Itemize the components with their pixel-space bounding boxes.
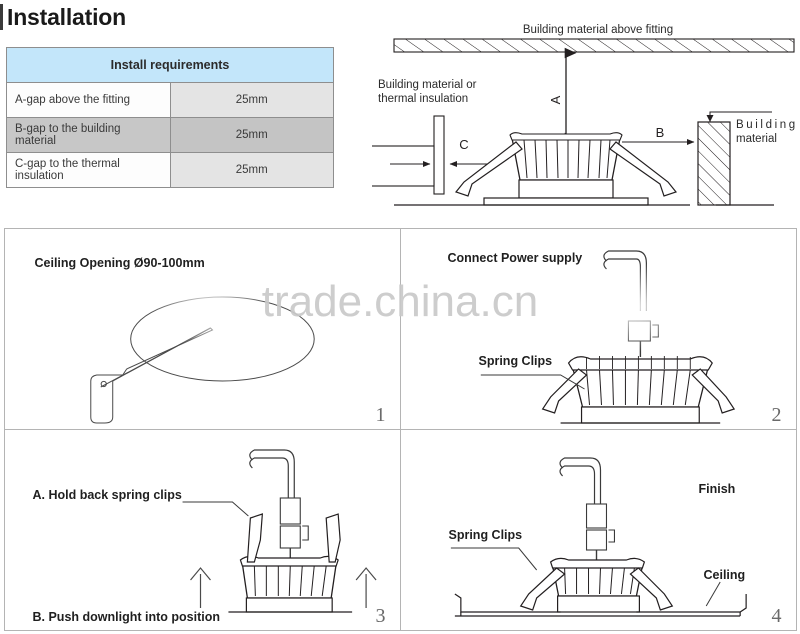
label-building-material-or: Building material or: [378, 79, 477, 91]
table-header-row: Install requirements: [6, 47, 334, 83]
table-row: C-gap to the thermal insulation 25mm: [6, 152, 334, 188]
step-panel-3: A. Hold back spring clips B. Push downli…: [3, 428, 401, 631]
step-3-number: 3: [375, 604, 386, 627]
step-3-instruction-b: B. Push downlight into position: [32, 609, 220, 624]
step-panel-4: Finish Spring Clips Ceiling 4: [399, 428, 797, 631]
label-material: material: [736, 133, 777, 145]
dimension-b: B: [622, 125, 695, 145]
step-4-number: 4: [771, 604, 782, 627]
downlight-body: [560, 355, 720, 424]
ceiling-leader: [705, 581, 721, 606]
table-cell-value: 25mm: [169, 117, 334, 153]
label-thermal-insulation: thermal insulation: [378, 93, 468, 105]
downlight-body: [227, 555, 352, 613]
step-1-number: 1: [375, 403, 386, 426]
label-building-material-above: Building material above fitting: [523, 24, 673, 36]
spring-clips-leader: [450, 547, 537, 570]
table-cell-value: 25mm: [169, 82, 334, 118]
page-title-text: Installation: [7, 3, 127, 30]
dimension-b-label: B: [656, 125, 665, 140]
connector-box: [627, 319, 659, 342]
ceiling-board: [454, 593, 747, 617]
installation-steps-grid: Ceiling Opening Ø90-100mm 1: [3, 227, 797, 631]
thermal-insulation-board: [372, 115, 445, 195]
power-cable-icon: [558, 456, 601, 504]
page-title: Installation: [0, 0, 340, 34]
title-accent-bar: [0, 4, 3, 30]
spring-clip-shapes: [541, 367, 735, 414]
step-2-spring-clips-label: Spring Clips: [478, 353, 553, 368]
step-4-spring-clips-label: Spring Clips: [448, 527, 523, 542]
label-building: Building: [736, 119, 798, 131]
dimension-c-label: C: [459, 137, 468, 152]
spring-clips: [454, 141, 678, 197]
driver-module: [279, 496, 309, 549]
step-2-number: 2: [771, 403, 782, 426]
section-diagram-svg: Building material above fitting A Buildi…: [372, 24, 798, 206]
step-2-title: Connect Power supply: [447, 250, 583, 265]
push-into-position-drawing: [182, 448, 377, 613]
table-cell-label: A-gap above the fitting: [6, 82, 171, 118]
dimension-c: C: [390, 137, 488, 167]
dimension-a: A: [548, 47, 577, 144]
step-3-artwork: [5, 430, 400, 630]
dimension-a-label: A: [548, 95, 563, 104]
step-3-instruction-a: A. Hold back spring clips: [32, 487, 182, 502]
downlight-body: [549, 557, 645, 613]
cutting-tool-icon: [89, 326, 213, 423]
table-cell-label: B-gap to the building material: [6, 117, 171, 153]
building-material-block: [697, 111, 772, 206]
connect-power-drawing: [480, 249, 735, 424]
step-2-artwork: [401, 229, 796, 429]
step-1-title: Ceiling Opening Ø90-100mm: [34, 255, 205, 270]
step-panel-1: Ceiling Opening Ø90-100mm 1: [3, 227, 401, 430]
hold-back-leader: [182, 501, 249, 516]
step-panel-2: Connect Power supply Spring Clips 2: [399, 227, 797, 430]
installation-section-diagram: Building material above fitting A Buildi…: [372, 16, 800, 216]
step-4-ceiling-label: Ceiling: [703, 567, 746, 582]
finished-install-drawing: [450, 456, 747, 617]
power-cable-icon: [248, 448, 295, 498]
held-back-spring-clips: [246, 512, 341, 563]
driver-module: [585, 502, 615, 551]
table-row: B-gap to the building material 25mm: [6, 117, 334, 153]
spring-clip-shapes: [519, 566, 673, 611]
table-header-cell: Install requirements: [6, 47, 334, 83]
downlight-fixture: [483, 132, 649, 206]
building-material-slab: [393, 38, 795, 53]
table-cell-value: 25mm: [169, 152, 334, 188]
table-cell-label: C-gap to the thermal insulation: [6, 152, 171, 188]
spring-clips-leader: [480, 374, 585, 389]
step-4-artwork: [401, 430, 796, 630]
power-cable-icon: [602, 249, 647, 311]
table-row: A-gap above the fitting 25mm: [6, 82, 334, 118]
step-4-finish-label: Finish: [698, 481, 736, 496]
install-requirements-table: Install requirements A-gap above the fit…: [6, 47, 334, 188]
push-up-arrows: [189, 566, 377, 608]
